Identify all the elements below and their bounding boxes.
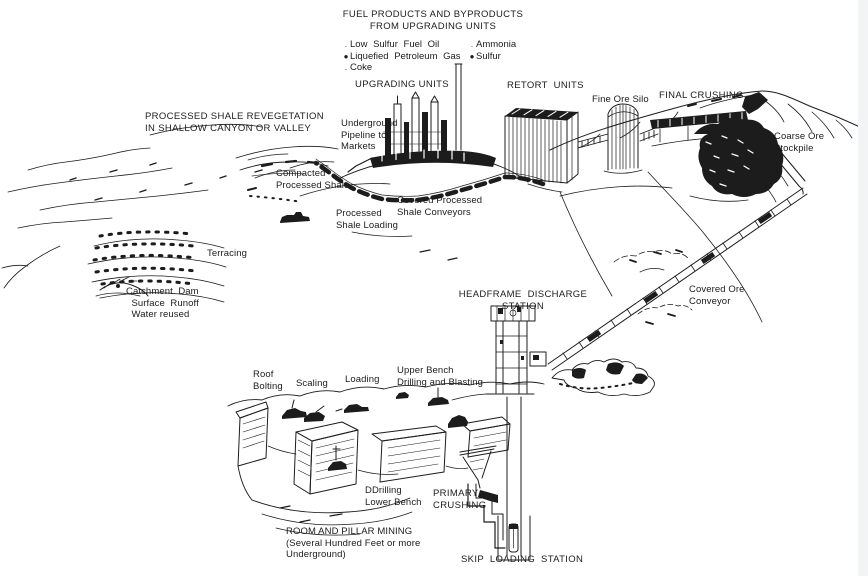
covered-ore-conveyor-label: Covered Ore Conveyor xyxy=(689,284,745,307)
lower-bench-label: DDrilling Lower Bench xyxy=(365,485,422,508)
fine-ore-silo-structure xyxy=(603,103,643,174)
retort-units-label: RETORT UNITS xyxy=(507,80,584,91)
room-and-pillar-label: ROOM AND PILLAR MINING (Several Hundred … xyxy=(286,526,421,560)
scrub-patches xyxy=(613,249,693,325)
bullet-icon: . xyxy=(470,40,474,49)
bullet-icon: ● xyxy=(343,51,349,61)
underground-pipeline-line xyxy=(347,157,373,173)
bullet-icon: ● xyxy=(469,51,475,61)
mine-machines xyxy=(282,392,468,471)
retort-units-building xyxy=(504,108,579,184)
skip-loading-station-label: SKIP LOADING STATION xyxy=(461,554,584,565)
product-item: .Coke xyxy=(342,62,461,74)
catchment-dam xyxy=(95,276,149,297)
upgrading-units xyxy=(347,63,496,173)
processed-shale-loading-label: Processed Shale Loading xyxy=(336,208,399,231)
compacted-shale-bench xyxy=(239,153,329,177)
catchment-dam-label: Catchment Dam Surface Runoff Water reuse… xyxy=(126,286,199,320)
covered-shale-conveyors-label: Covered Processed Shale Conveyors xyxy=(397,195,483,218)
fine-ore-silo-label: Fine Ore Silo xyxy=(592,94,649,105)
final-crushing-label: FINAL CRUSHING xyxy=(659,90,744,101)
primary-crushing-label: PRIMARY CRUSHING xyxy=(433,488,487,511)
upgrading-units-label: UPGRADING UNITS xyxy=(355,79,449,90)
processed-shale-conveyor-line xyxy=(313,158,546,203)
fuel-products-list-col1: .Low Sulfur Fuel Oil ●Liquefied Petroleu… xyxy=(342,39,461,74)
bullet-icon: . xyxy=(344,63,348,72)
shale-loading-truck xyxy=(247,187,458,261)
headframe-structure xyxy=(451,305,547,401)
mine-cutaway xyxy=(227,381,545,536)
left-hills-sketch xyxy=(1,123,339,289)
revegetation-label: PROCESSED SHALE REVEGETATION IN SHALLOW … xyxy=(145,111,324,134)
product-item: .Ammonia xyxy=(468,39,516,51)
headframe-discharge-label: HEADFRAME DISCHARGE STATION xyxy=(458,289,588,312)
scan-edge-artifact xyxy=(858,0,868,576)
terracing-label: Terracing xyxy=(207,248,247,259)
roof-bolting-label: Roof Bolting xyxy=(253,369,283,392)
product-item: ●Sulfur xyxy=(469,50,501,62)
compacted-shale-label: Compacted Processed Shale xyxy=(276,168,350,191)
fuel-products-heading: FUEL PRODUCTS AND BYPRODUCTS FROM UPGRAD… xyxy=(342,9,524,32)
product-item: ●Liquefied Petroleum Gas xyxy=(343,50,461,62)
underground-pipeline-label: Underground Pipeline to Markets xyxy=(341,118,398,152)
transfer-wall-left xyxy=(577,133,609,149)
canyon-slopes xyxy=(559,171,763,323)
mine-machine-booms xyxy=(291,387,439,461)
primary-crushing-structure xyxy=(459,416,511,549)
loading-label: Loading xyxy=(345,374,380,385)
scaling-label: Scaling xyxy=(296,378,328,389)
rock-outcrop xyxy=(551,358,655,397)
transfer-wall-right xyxy=(639,126,659,142)
upper-bench-label: Upper Bench Drilling and Blasting xyxy=(397,365,484,388)
coarse-ore-stockpile-pile xyxy=(689,117,789,203)
fuel-products-list-col2: .Ammonia ●Sulfur xyxy=(468,39,517,62)
shaft-and-skip xyxy=(497,396,531,561)
coarse-ore-stockpile-label: Coarse Ore Stockpile xyxy=(774,131,825,154)
covered-ore-conveyor-line xyxy=(547,144,808,371)
bullet-icon: . xyxy=(344,40,348,49)
product-item: .Low Sulfur Fuel Oil xyxy=(342,39,461,51)
